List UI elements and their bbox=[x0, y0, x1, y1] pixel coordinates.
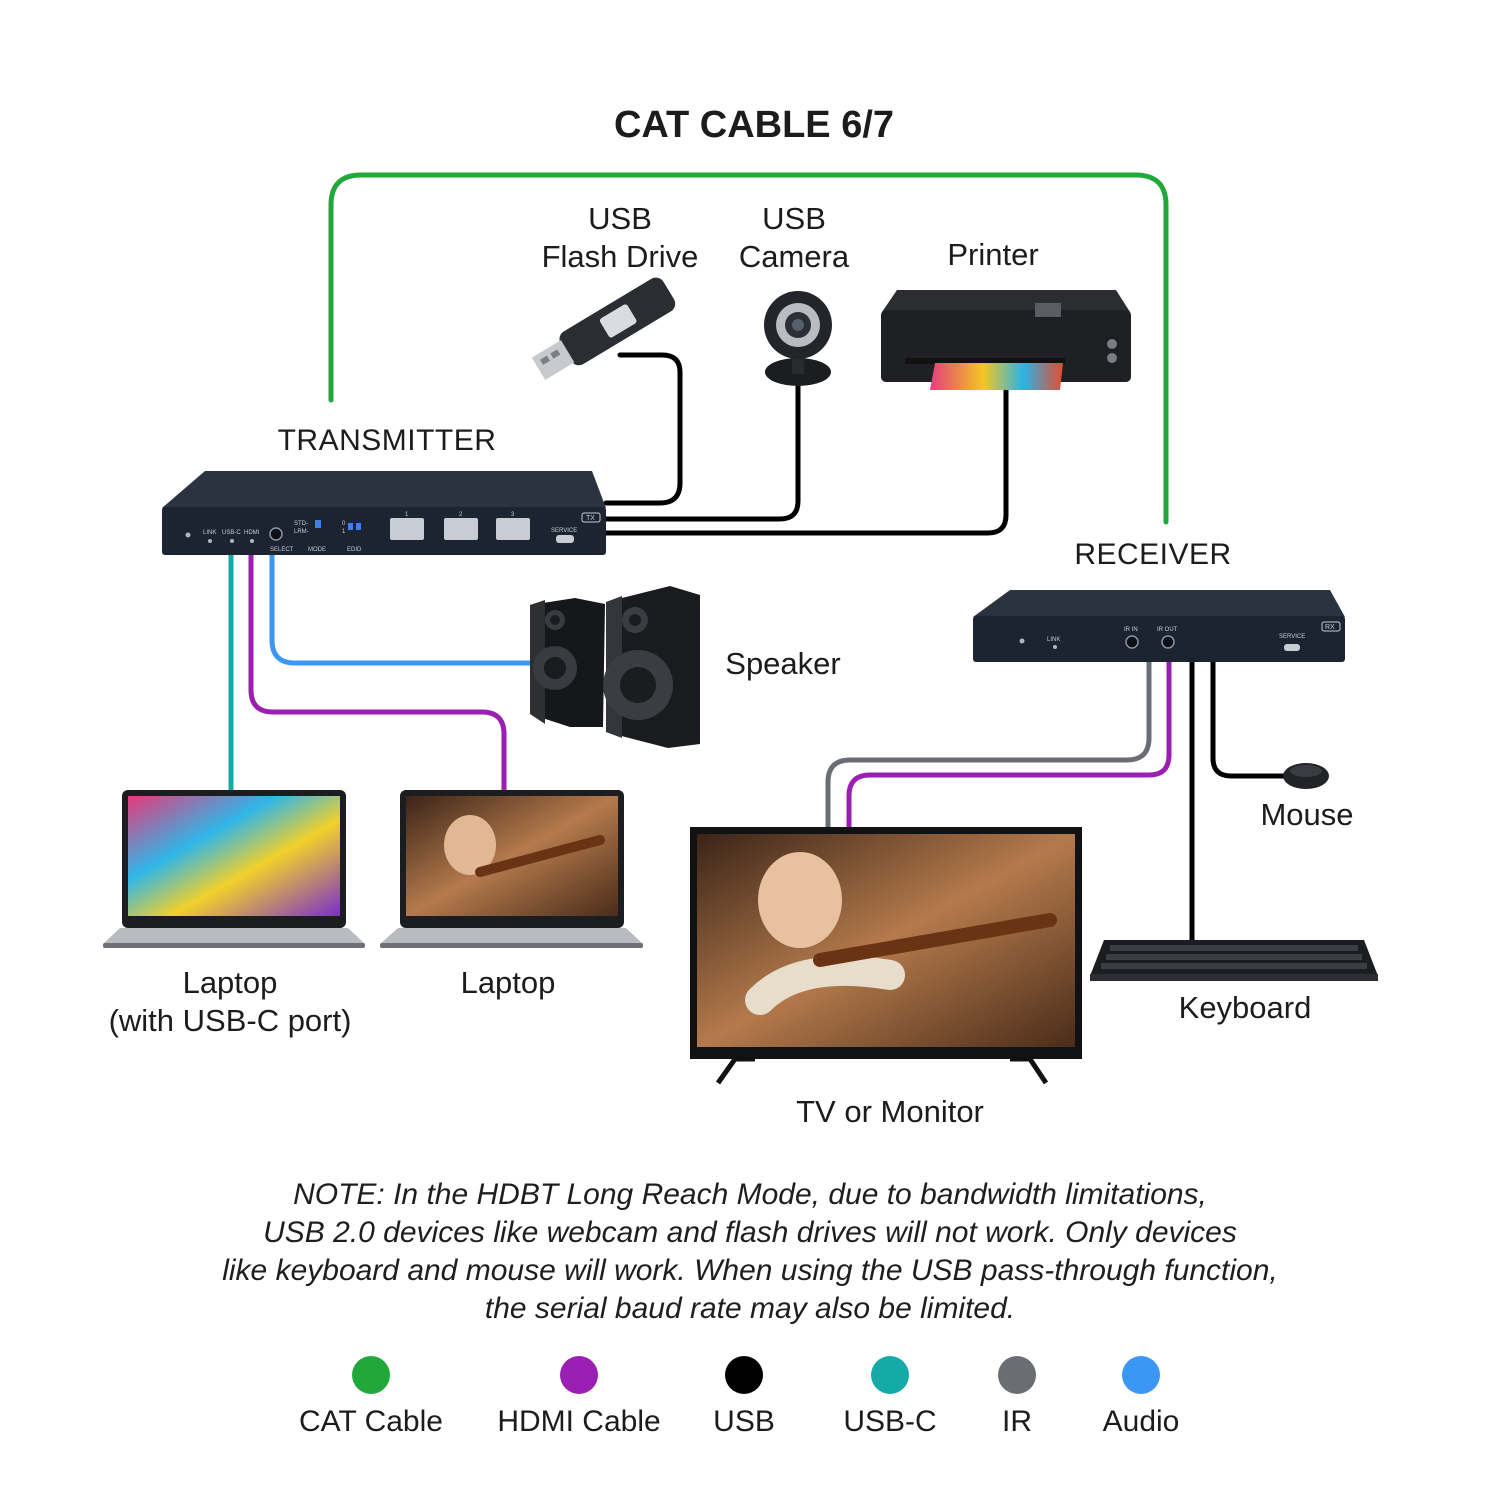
bandwidth-note: NOTE: In the HDBT Long Reach Mode, due t… bbox=[40, 1176, 1460, 1328]
laptop-label: Laptop bbox=[460, 965, 556, 1000]
gray-dot-icon bbox=[998, 1356, 1036, 1394]
note-line: like keyboard and mouse will work. When … bbox=[222, 1254, 1278, 1287]
note-line: the serial baud rate may also be limited… bbox=[484, 1292, 1016, 1325]
audio-cable-line bbox=[269, 552, 537, 666]
black-dot-icon bbox=[725, 1356, 763, 1394]
laptop-usbc-icon bbox=[103, 790, 365, 948]
diagram-title: CAT CABLE 6/7 bbox=[613, 104, 895, 146]
mouse-icon bbox=[1283, 763, 1329, 789]
receiver-label: RECEIVER bbox=[1074, 538, 1232, 571]
legend-item-usb: USB bbox=[634, 1356, 854, 1440]
hdmi-cable-laptop-line bbox=[248, 552, 507, 795]
tx-edid-1-label: 1 bbox=[342, 529, 346, 535]
usb-cable-printer-line bbox=[603, 387, 1009, 536]
tx-select-label: SELECT bbox=[270, 547, 294, 553]
tx-service-label: SERVICE bbox=[551, 528, 577, 534]
legend-item-hdmi: HDMI Cable bbox=[469, 1356, 689, 1440]
hdmi-cable-tv-line bbox=[846, 659, 1172, 833]
ir-cable-line bbox=[825, 659, 1152, 833]
legend-item-cat: CAT Cable bbox=[261, 1356, 481, 1440]
cat-cable-line bbox=[328, 172, 1169, 525]
speaker-icon bbox=[530, 586, 700, 748]
flash-drive-label: USB Flash Drive bbox=[541, 201, 699, 274]
tx-usb1-label: 1 bbox=[405, 512, 409, 518]
mouse-label: Mouse bbox=[1260, 797, 1354, 832]
legend-label: USB-C bbox=[843, 1405, 937, 1438]
blue-dot-icon bbox=[1122, 1356, 1160, 1394]
usb-cable-mouse-line bbox=[1210, 659, 1293, 779]
rx-tag: RX bbox=[1325, 624, 1335, 631]
rx-irin-label: IR IN bbox=[1124, 627, 1138, 633]
teal-dot-icon bbox=[871, 1356, 909, 1394]
tx-hdmi-label: HDMI bbox=[244, 530, 260, 536]
transmitter-device bbox=[162, 471, 606, 555]
tx-mode-label: MODE bbox=[308, 547, 326, 553]
note-line: USB 2.0 devices like webcam and flash dr… bbox=[263, 1216, 1237, 1249]
laptop-icon bbox=[380, 790, 643, 948]
legend-label: IR bbox=[1002, 1405, 1032, 1438]
tv-monitor-icon bbox=[690, 827, 1082, 1085]
legend-label: Audio bbox=[1102, 1405, 1180, 1438]
keyboard-label: Keyboard bbox=[1178, 990, 1312, 1025]
legend-item-ir: IR bbox=[907, 1356, 1127, 1440]
tx-std-label: STD- bbox=[294, 521, 308, 527]
receiver-device bbox=[973, 590, 1345, 662]
laptop-usbc-label: Laptop (with USB-C port) bbox=[108, 965, 352, 1038]
tx-usbc-label: USB-C bbox=[222, 530, 241, 536]
printer-icon bbox=[881, 290, 1131, 390]
legend-item-audio: Audio bbox=[1031, 1356, 1251, 1440]
tx-tag: TX bbox=[586, 515, 595, 522]
speaker-label: Speaker bbox=[725, 646, 841, 681]
legend-label: CAT Cable bbox=[299, 1405, 443, 1438]
legend-label: USB bbox=[713, 1405, 775, 1438]
tx-usb3-label: 3 bbox=[511, 512, 515, 518]
rx-link-label: LINK bbox=[1047, 637, 1060, 643]
green-dot-icon bbox=[352, 1356, 390, 1394]
note-line: NOTE: In the HDBT Long Reach Mode, due t… bbox=[293, 1178, 1207, 1211]
usb-cable-flash-line bbox=[603, 352, 683, 506]
flash-drive-icon bbox=[531, 277, 676, 380]
tx-edid-0-label: 0 bbox=[342, 521, 346, 527]
legend-label: HDMI Cable bbox=[497, 1405, 661, 1438]
usb-cable-camera-line bbox=[603, 383, 801, 522]
rx-service-label: SERVICE bbox=[1279, 634, 1305, 640]
transmitter-label: TRANSMITTER bbox=[277, 424, 497, 457]
camera-label: USB Camera bbox=[738, 201, 850, 274]
tx-lrm-label: LRM- bbox=[294, 529, 309, 535]
keyboard-icon bbox=[1090, 940, 1378, 981]
webcam-icon bbox=[764, 291, 832, 386]
tv-monitor-label: TV or Monitor bbox=[796, 1094, 984, 1129]
rx-irout-label: IR OUT bbox=[1157, 627, 1178, 633]
printer-label: Printer bbox=[947, 237, 1039, 272]
tx-edid-label: EDID bbox=[347, 547, 362, 553]
tx-usb2-label: 2 bbox=[459, 512, 463, 518]
legend-item-usbc: USB-C bbox=[780, 1356, 1000, 1440]
tx-link-label: LINK bbox=[203, 530, 216, 536]
purple-dot-icon bbox=[560, 1356, 598, 1394]
